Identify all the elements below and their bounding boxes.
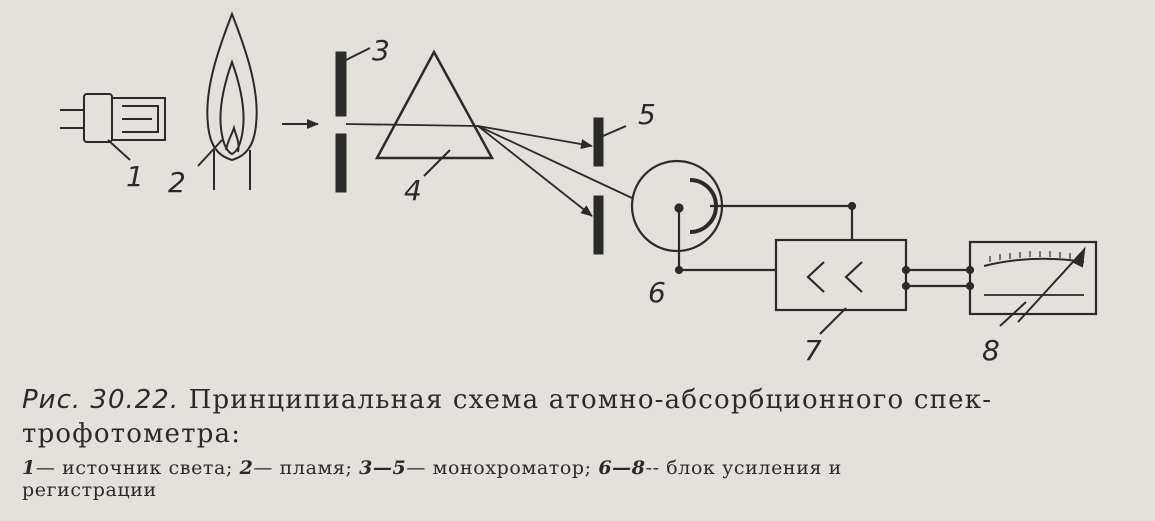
flame-burner: [197, 11, 258, 190]
legend-line-2: регистрации: [22, 479, 157, 501]
meter-recorder: [965, 240, 1098, 327]
exit-slit: [593, 117, 627, 255]
label-3: 3: [372, 34, 390, 67]
label-5: 5: [638, 98, 656, 131]
entrance-slit: [335, 47, 371, 193]
legend-line-1: 1— источник света; 2— пламя; 3—5— монохр…: [22, 457, 1142, 479]
legend-text-4: -- блок усиления и: [645, 457, 842, 479]
legend-num-1: 1: [22, 457, 36, 479]
label-4: 4: [404, 174, 422, 207]
legend-text-3: — монохроматор;: [406, 457, 592, 479]
legend-text-1: — источник света;: [35, 457, 233, 479]
spectrophotometer-diagram: 1 2 3 4 5 6 7 8: [60, 11, 1098, 367]
legend-text-2: — пламя;: [253, 457, 353, 479]
legend-num-2: 2: [239, 457, 254, 479]
label-7: 7: [804, 334, 822, 367]
legend-num-3: 3—5: [359, 457, 407, 479]
light-source-lamp: [60, 93, 166, 161]
label-8: 8: [982, 334, 1000, 367]
caption-title-line-1: Рис. 30.22. Принципиальная схема атомно-…: [22, 383, 1142, 417]
label-2: 2: [168, 166, 186, 199]
figure-number: Рис. 30.22.: [22, 385, 180, 415]
label-6: 6: [648, 276, 666, 309]
legend-num-4: 6—8: [598, 457, 646, 479]
figure-caption: Рис. 30.22. Принципиальная схема атомно-…: [22, 383, 1142, 501]
caption-title-line-2: трофотометра:: [22, 419, 242, 449]
label-1: 1: [126, 160, 144, 193]
photodetector: [630, 159, 857, 275]
light-rays: [345, 123, 633, 217]
amplifier-block: [774, 238, 970, 335]
prism: [374, 49, 495, 177]
caption-title-text-1: Принципиальная схема атомно-абсорбционно…: [188, 385, 993, 415]
